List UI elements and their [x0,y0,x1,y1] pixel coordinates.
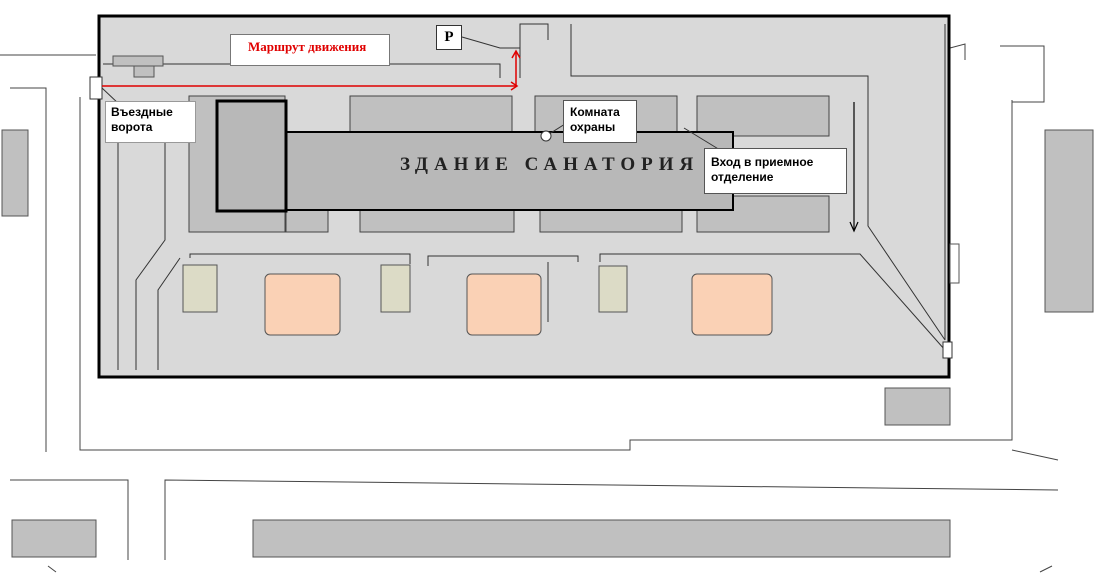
guard-room-marker [540,130,552,142]
parking-pointer [461,36,520,49]
side-block-bottom-left [11,519,97,558]
street-lines [0,43,1059,573]
side-block-bottom-long [252,519,951,558]
entry-direction-arrow [849,102,859,233]
small-block-upper [112,55,164,67]
pavilion-2 [466,273,542,336]
sanatorium-building [285,131,734,211]
block-north-1 [349,95,513,137]
route-legend-label: Маршрут движения [230,34,390,66]
building-title: ЗДАНИЕ САНАТОРИЯ [400,154,700,175]
block-north-3 [696,95,830,137]
pavilion-1 [264,273,341,336]
shed-1 [182,264,218,313]
route-arrow [102,49,521,91]
side-block-bottom-right [884,387,951,426]
side-block-left [1,129,29,217]
side-block-right [1044,129,1094,313]
pavilion-3 [691,273,773,336]
east-gate-post [949,243,960,284]
small-block-lower [133,65,155,78]
entry-gate-label: Въездные ворота [105,101,196,143]
shed-3 [598,265,628,313]
entry-gate-marker [89,76,103,100]
entry-pointer [683,127,721,151]
parking-sign: Р [436,25,462,50]
shed-2 [380,264,411,313]
sanatorium-wing [215,99,288,213]
east-gate-marker [942,341,953,359]
guard-room-label: Комната охраны [563,100,637,143]
reception-entry-label: Вход в приемное отделение [704,148,847,194]
